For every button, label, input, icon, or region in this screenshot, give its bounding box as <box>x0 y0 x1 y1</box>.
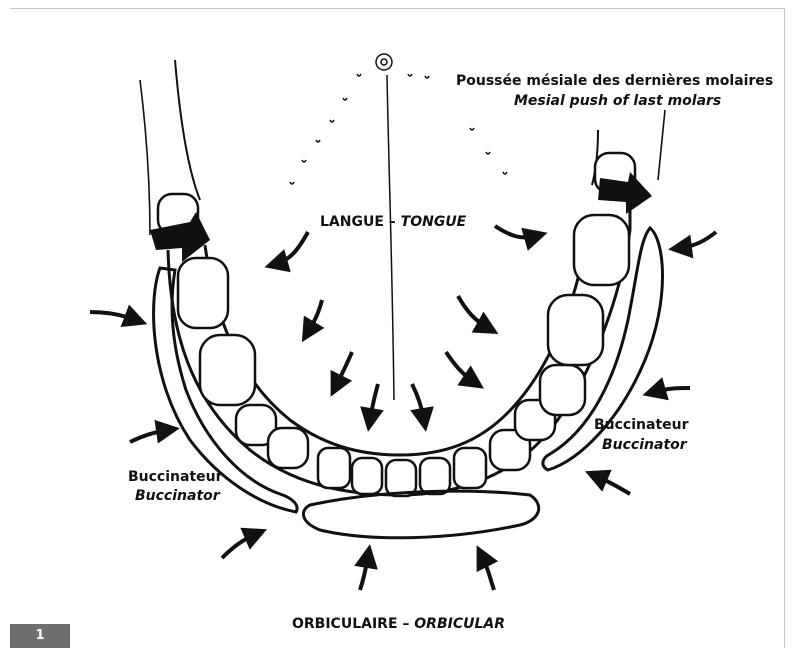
orbicular-pad <box>303 491 538 538</box>
tongue-label-fr: LANGUE – <box>320 214 401 230</box>
buccinator-left-label-fr: Buccinateur <box>128 468 223 486</box>
orbicular-label: ORBICULAIRE – ORBICULAR <box>292 615 505 633</box>
mesial-push-label-fr: Poussée mésiale des dernières molaires <box>456 72 773 90</box>
figure-number-tab: 1 <box>10 624 70 648</box>
tongue-label-en: TONGUE <box>401 214 467 230</box>
tongue-midline <box>387 75 394 400</box>
left-cheek-line <box>140 80 150 235</box>
left-cheek-line-inner <box>175 60 200 200</box>
buccinator-left-label-en: Buccinator <box>135 487 220 505</box>
right-cheek-line <box>658 110 665 180</box>
orbicular-label-en: ORBICULAR <box>414 616 505 632</box>
mesial-push-label-en: Mesial push of last molars <box>514 92 721 110</box>
orbicular-label-fr: ORBICULAIRE – <box>292 616 414 632</box>
tongue-label: LANGUE – TONGUE <box>320 213 466 231</box>
buccinator-right-label-en: Buccinator <box>602 436 687 454</box>
buccinator-right-label-fr: Buccinateur <box>594 416 689 434</box>
